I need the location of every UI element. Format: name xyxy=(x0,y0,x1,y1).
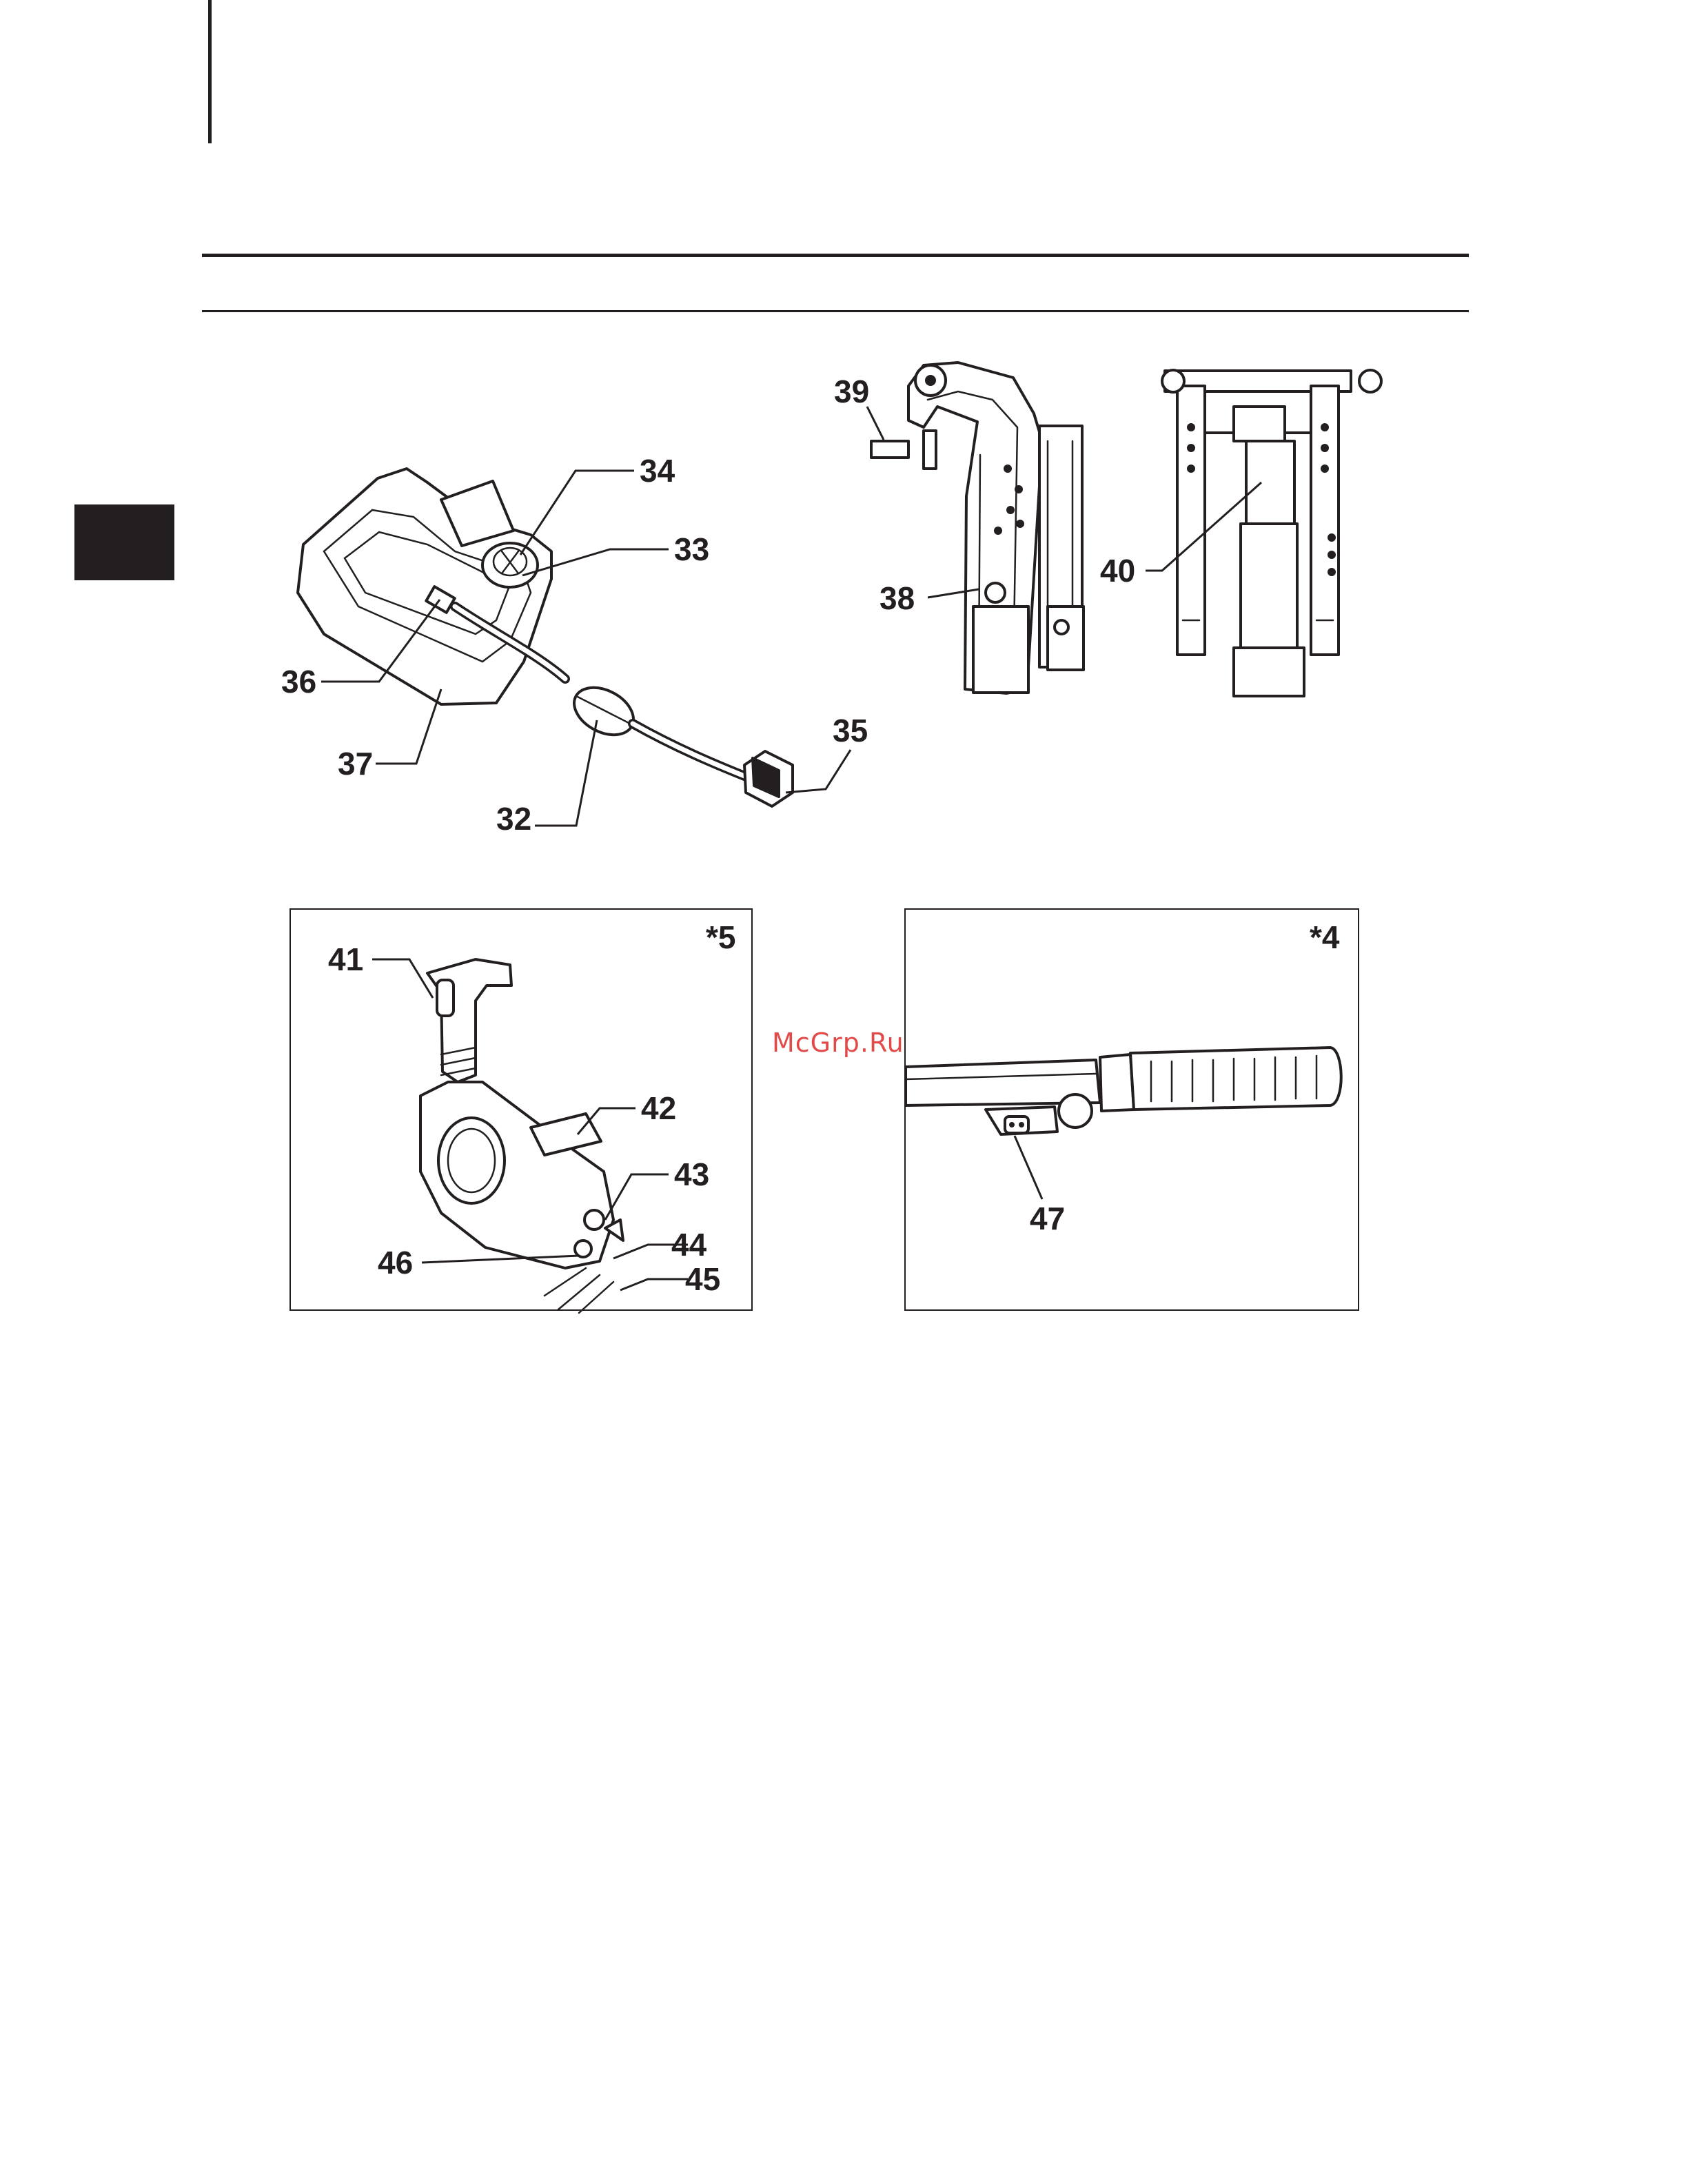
remote-control-drawing xyxy=(420,959,623,1313)
callout-46: 46 xyxy=(378,1245,413,1280)
callout-45: 45 xyxy=(685,1261,720,1297)
panel-note-remote-control: *5 xyxy=(706,919,735,955)
tiller-handle-drawing xyxy=(906,1048,1341,1134)
callout-32: 32 xyxy=(496,801,531,837)
panel-note-tiller-handle: *4 xyxy=(1310,919,1340,955)
callout-42: 42 xyxy=(641,1090,676,1126)
callout-37: 37 xyxy=(338,746,373,782)
tiller-handle-leaders xyxy=(1015,1136,1042,1199)
callout-47: 47 xyxy=(1030,1201,1065,1236)
callout-33: 33 xyxy=(674,531,709,567)
clamp-bracket-front-drawing xyxy=(1162,370,1381,696)
callout-41: 41 xyxy=(328,941,363,977)
callout-44: 44 xyxy=(671,1227,707,1263)
callout-35: 35 xyxy=(833,713,868,748)
callout-36: 36 xyxy=(281,664,316,700)
watermark: McGrp.Ru xyxy=(772,1028,904,1058)
callout-34: 34 xyxy=(640,453,675,489)
callout-38: 38 xyxy=(879,580,915,616)
callout-40: 40 xyxy=(1100,553,1135,589)
callout-43: 43 xyxy=(674,1156,709,1192)
callout-39: 39 xyxy=(834,374,869,409)
clamp-bracket-side-drawing xyxy=(871,363,1084,693)
